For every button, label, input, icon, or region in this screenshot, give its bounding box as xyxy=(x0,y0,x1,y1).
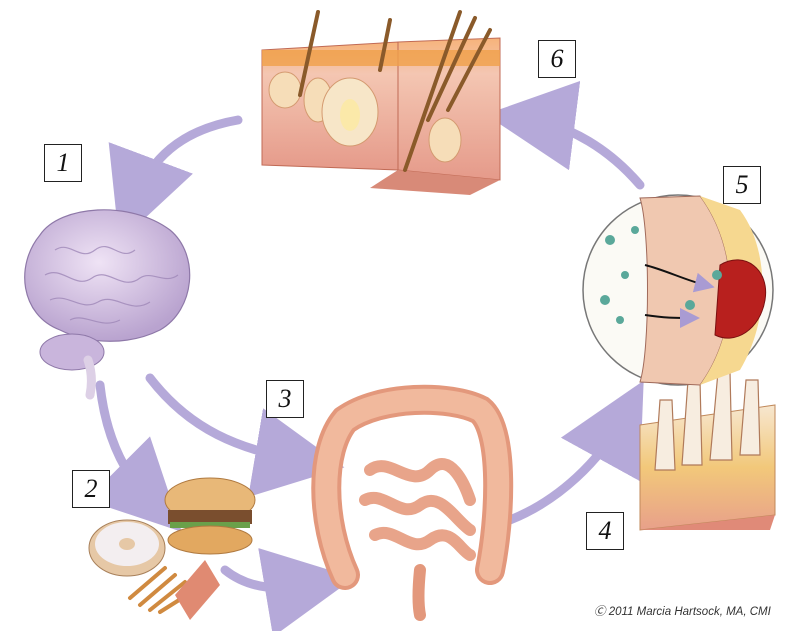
copyright-credit: Ⓒ 2011 Marcia Hartsock, MA, CMI xyxy=(594,603,771,619)
credit-text: 2011 Marcia Hartsock, MA, CMI xyxy=(609,606,771,618)
step-label-4: 4 xyxy=(586,512,624,550)
step-label-3: 3 xyxy=(266,380,304,418)
step-label-6: 6 xyxy=(538,40,576,78)
step-label-2: 2 xyxy=(72,470,110,508)
copyright-icon: Ⓒ xyxy=(594,606,606,618)
step-label-5: 5 xyxy=(723,166,761,204)
step-label-1: 1 xyxy=(44,144,82,182)
